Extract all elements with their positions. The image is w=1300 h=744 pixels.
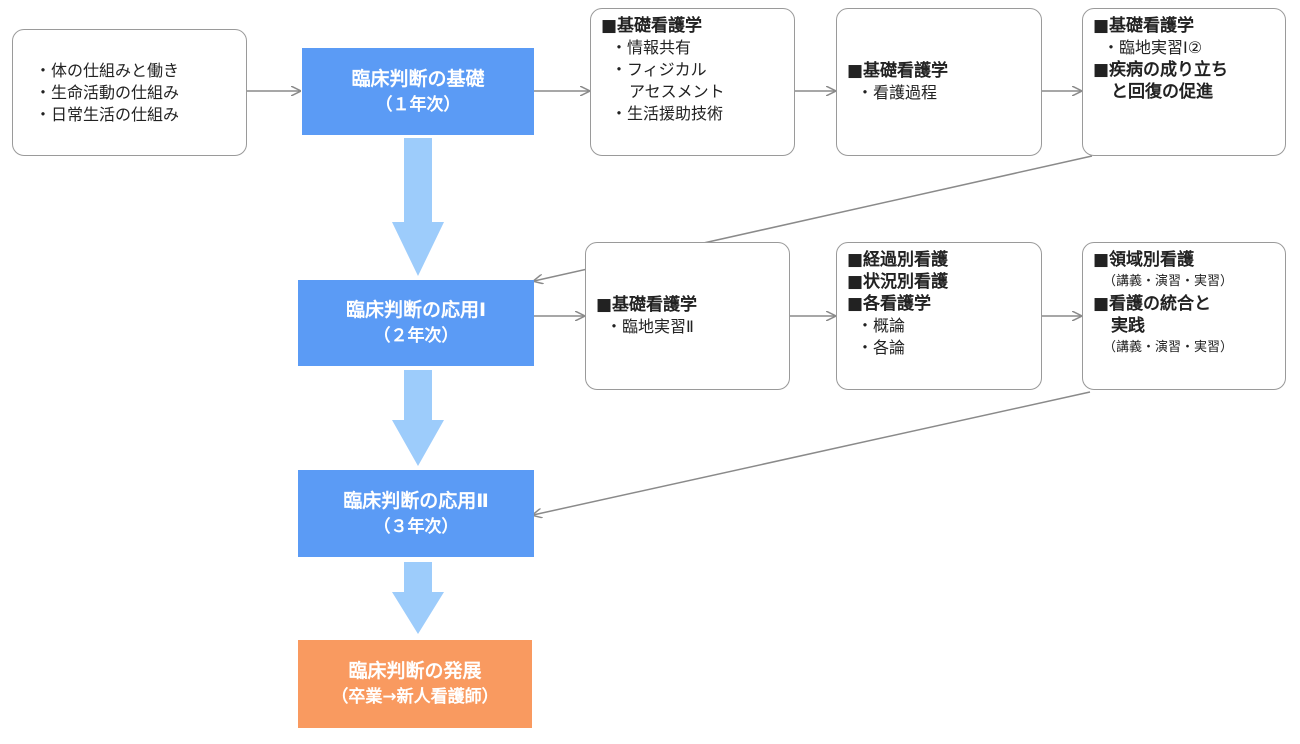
box-heading: ■疾病の成り立ち bbox=[1093, 60, 1229, 80]
stage-title: 臨床判断の発展 bbox=[348, 660, 482, 682]
box-heading: ■領域別看護 bbox=[1093, 250, 1195, 270]
box-note: （講義・演習・実習） bbox=[1103, 274, 1234, 289]
box-heading: ■基礎看護学 bbox=[1093, 16, 1195, 36]
stage-title: 臨床判断の基礎 bbox=[351, 67, 485, 90]
box-item: アセスメント bbox=[629, 82, 725, 101]
stage-development: 臨床判断の発展 （卒業→新人看護師） bbox=[298, 640, 532, 728]
stage-title: 臨床判断の応用Ⅰ bbox=[345, 299, 487, 321]
down-arrow-1 bbox=[392, 138, 444, 276]
row1-box-practicum-disease: ■基礎看護学 ・臨地実習Ⅰ② ■疾病の成り立ち と回復の促進 bbox=[1082, 8, 1286, 156]
stage-application-2: 臨床判断の応用Ⅱ （３年次） bbox=[298, 470, 534, 557]
box-heading: ■各看護学 bbox=[847, 294, 932, 314]
stage-foundation: 臨床判断の基礎 （１年次） bbox=[302, 48, 534, 135]
box-item: ・概論 bbox=[857, 316, 906, 335]
row1-box-fundamental-nursing: ■基礎看護学 ・情報共有 ・フィジカル アセスメント ・生活援助技術 bbox=[590, 8, 795, 156]
stage-year: （卒業→新人看護師） bbox=[331, 687, 499, 707]
stage-year: （２年次） bbox=[373, 326, 459, 346]
box-heading: ■状況別看護 bbox=[847, 272, 949, 292]
box-heading: ■経過別看護 bbox=[847, 250, 949, 270]
box-heading: ■看護の統合と bbox=[1093, 294, 1212, 314]
basics-box: ・体の仕組みと働き ・生命活動の仕組み ・日常生活の仕組み bbox=[12, 29, 247, 156]
row2-box-nursing-types: ■経過別看護 ■状況別看護 ■各看護学 ・概論 ・各論 bbox=[836, 242, 1042, 390]
box-item: ・生活援助技術 bbox=[611, 104, 724, 123]
box-item: ・各論 bbox=[857, 338, 906, 357]
box-item: ・看護過程 bbox=[857, 83, 938, 102]
down-arrow-3 bbox=[392, 562, 444, 634]
box-item: ・情報共有 bbox=[611, 38, 692, 57]
row1-box-nursing-process: ■基礎看護学 ・看護過程 bbox=[836, 8, 1042, 156]
box-item: ・フィジカル bbox=[611, 60, 707, 79]
box-note: （講義・演習・実習） bbox=[1103, 340, 1234, 355]
box-heading: ■基礎看護学 bbox=[596, 295, 698, 315]
box-heading: ■基礎看護学 bbox=[847, 61, 949, 81]
down-arrow-2 bbox=[392, 370, 444, 466]
stage-application-1: 臨床判断の応用Ⅰ （２年次） bbox=[298, 280, 534, 366]
connector-arrow bbox=[533, 391, 1091, 515]
basics-item: ・生命活動の仕組み bbox=[35, 82, 180, 102]
box-heading: ■基礎看護学 bbox=[601, 16, 703, 36]
row2-box-specialty-integration: ■領域別看護 （講義・演習・実習） ■看護の統合と 実践 （講義・演習・実習） bbox=[1082, 242, 1286, 390]
stage-year: （３年次） bbox=[373, 516, 459, 537]
box-heading-cont: 実践 bbox=[1111, 316, 1145, 336]
box-heading-cont: と回復の促進 bbox=[1111, 82, 1213, 102]
stage-title: 臨床判断の応用Ⅱ bbox=[343, 489, 489, 512]
stage-year: （１年次） bbox=[375, 94, 461, 115]
basics-item: ・体の仕組みと働き bbox=[35, 60, 180, 80]
box-item: ・臨地実習Ⅱ bbox=[606, 317, 694, 336]
row2-box-practicum-2: ■基礎看護学 ・臨地実習Ⅱ bbox=[585, 242, 790, 390]
box-item: ・臨地実習Ⅰ② bbox=[1103, 38, 1203, 57]
basics-item: ・日常生活の仕組み bbox=[35, 104, 180, 124]
